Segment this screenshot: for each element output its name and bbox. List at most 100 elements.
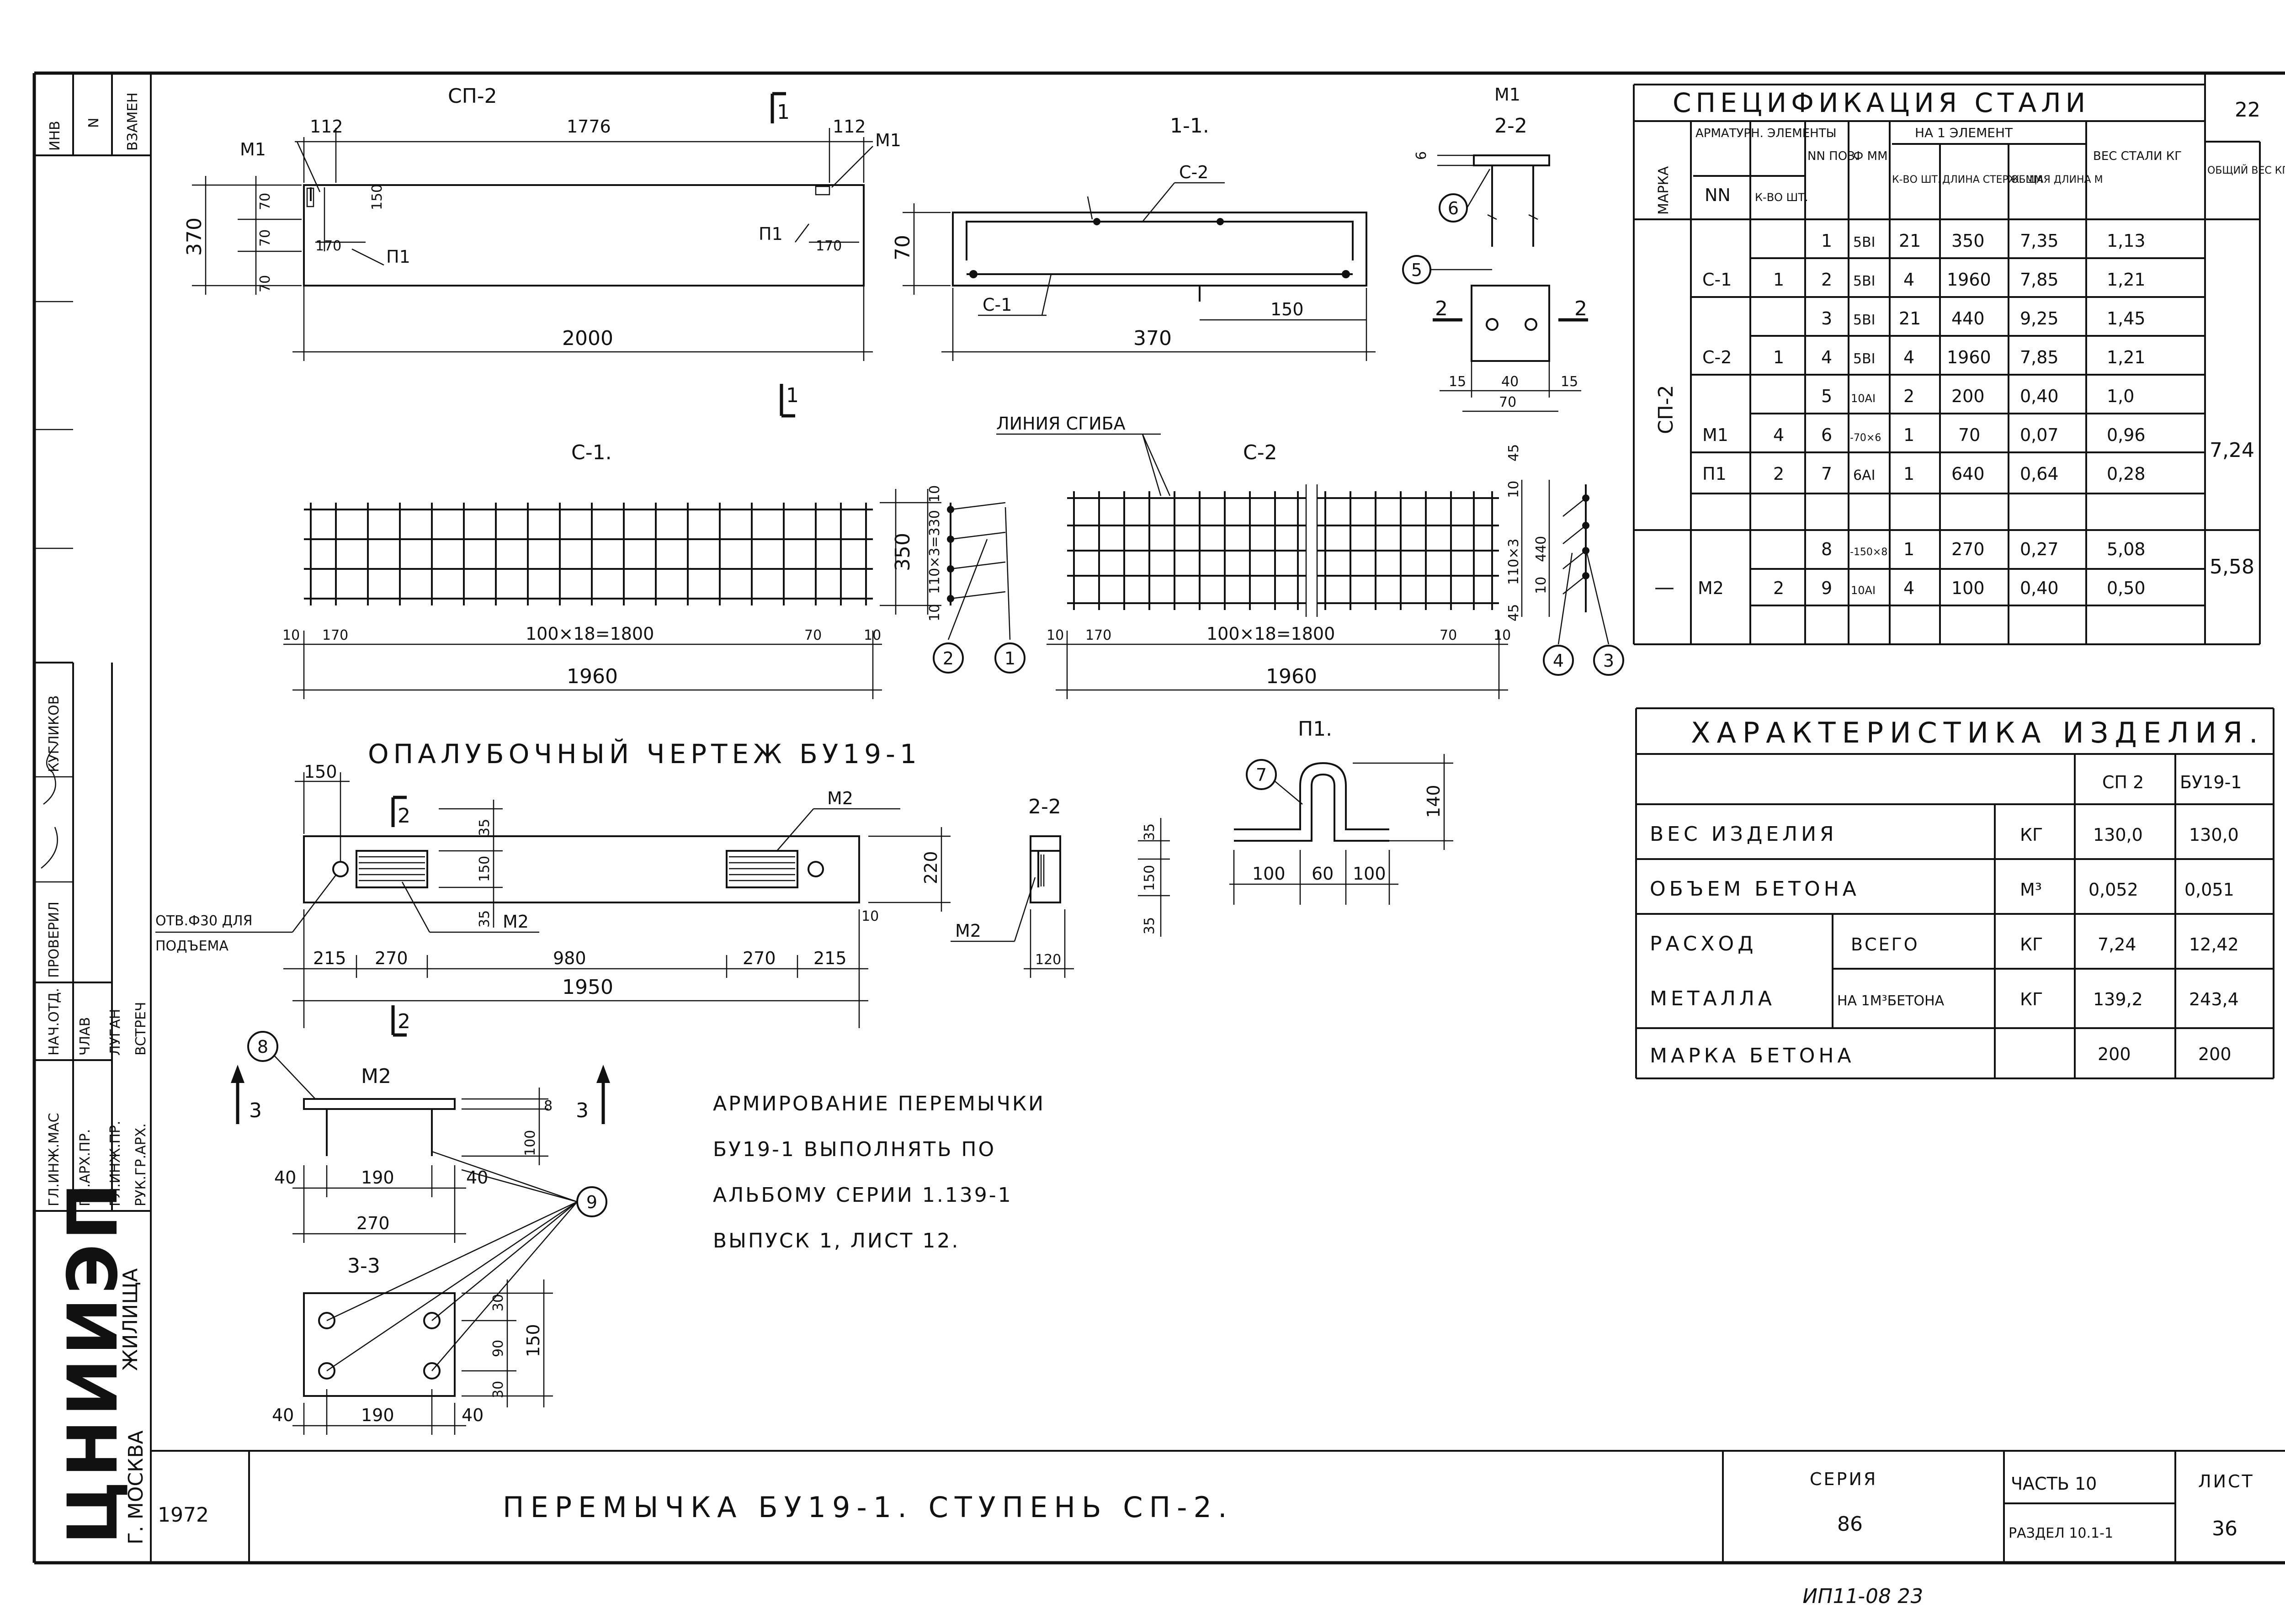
m2-callout-8-text: 8 [257, 1037, 268, 1057]
fw-label-m2-bottom: М2 [503, 912, 529, 932]
spec-row-4-el: М1 [1702, 425, 1728, 445]
c1-dim-70: 70 [804, 627, 822, 643]
spec-row-3-kv: 4 [1903, 347, 1914, 367]
note-line-0: АРМИРОВАНИЕ ПЕРЕМЫЧКИ [713, 1092, 1045, 1115]
char-row-3-v2: 243,4 [2189, 989, 2239, 1009]
c1-dim-1960: 1960 [567, 665, 618, 688]
spec-total-2: 5,58 [2210, 555, 2254, 578]
spec-h-ves: ВЕС СТАЛИ КГ [2093, 149, 2182, 163]
sp2-elevation: СП-2 112 1776 112 2000 370 70 70 70 150 … [183, 85, 901, 418]
p1-dim-100a: 100 [1252, 864, 1286, 884]
sp2-dim-4: 370 [183, 218, 206, 256]
spec-h-kvo2: К-ВО ШТ. [1892, 174, 1941, 186]
spec-row-6-pos: 7 [1821, 464, 1832, 484]
spec-row-1-phi: 5ВI [1853, 273, 1876, 289]
tb-razdel: РАЗДЕЛ 10.1-1 [2009, 1525, 2113, 1541]
spec-row-0-phi: 5ВI [1853, 234, 1876, 250]
spec-row-6-kv: 1 [1903, 464, 1914, 484]
spec-h-arm: АРМАТУРН. ЭЛЕМЕНТЫ [1695, 127, 1837, 140]
c2-title: С-2 [1243, 441, 1277, 464]
char-row-2-unit: КГ [2020, 934, 2043, 955]
m2-dim-100: 100 [522, 1130, 538, 1156]
c2-dim-45a: 45 [1506, 444, 1522, 462]
m1-dim-15r: 15 [1561, 374, 1578, 390]
spec-row-6-phi: 6АI [1853, 467, 1875, 483]
spec-h-nnpos: NN ПОЗ. [1807, 149, 1859, 163]
sp2-dim-7: 70 [257, 275, 273, 292]
sec33-dim-30a: 30 [490, 1294, 506, 1311]
tb-drawing-name: ПЕРЕМЫЧКА БУ19-1. СТУПЕНЬ СП-2. [503, 1491, 1233, 1524]
p1-detail: П1. 7 140 100 60 100 [1229, 717, 1453, 905]
m2-dim-190: 190 [361, 1168, 394, 1188]
strip-role-2: ГЛ.ИНЖ.ПР. [107, 1121, 123, 1206]
sp2-dim-0: 112 [310, 117, 343, 137]
c1-dim-170: 170 [322, 627, 348, 643]
characteristics-table: ХАРАКТЕРИСТИКА ИЗДЕЛИЯ. СП 2 БУ19-1 ВЕС … [1635, 707, 2274, 1079]
spec-row-2-len: 440 [1951, 308, 1985, 329]
m1-dim-6: 6 [1414, 151, 1429, 160]
sp2-dim-9: 170 [315, 238, 341, 254]
m2-cut-right: 3 [576, 1099, 589, 1122]
sec11-title: 1-1. [1170, 114, 1209, 138]
spec-row-3-len: 1960 [1947, 347, 1991, 367]
sp2-label-p1-left: П1 [386, 247, 410, 267]
sp2-dim-10: 170 [816, 238, 842, 254]
m2-dim-8: 8 [544, 1098, 553, 1114]
c1-dim-110x3: 110×3=330 [927, 510, 943, 594]
spec-row-0-el: С-1 [1702, 270, 1732, 290]
sec22-label-m2: М2 [955, 921, 981, 941]
m1-dim-70: 70 [1499, 394, 1516, 410]
c2-callout-3 [1593, 645, 1624, 676]
sp2-cut-top: 1 [777, 101, 790, 124]
spec-row-3-tot: 7,85 [2020, 347, 2059, 367]
c2-bend-label: ЛИНИЯ СГИБА [996, 414, 1126, 434]
c2-dim-45b: 45 [1506, 604, 1522, 621]
c1-callout-1-text: 1 [1004, 648, 1015, 669]
char-col-2: БУ19-1 [2180, 772, 2242, 792]
spec-row-7-tot: 0,27 [2020, 539, 2059, 559]
p1-callout-7 [1246, 759, 1277, 790]
sec11-label-c1: С-1 [983, 295, 1012, 315]
sec11-label-c2: С-2 [1179, 162, 1208, 182]
fw-dim-980: 980 [553, 948, 586, 968]
p1-dim-140: 140 [1424, 785, 1444, 818]
spec-row-5-phi: -70×6 [1850, 432, 1881, 444]
c1-dim-10l: 10 [282, 627, 300, 643]
steel-spec-table: СПЕЦИФИКАЦИЯ СТАЛИ МАРКА АРМАТУРН. ЭЛЕМЕ… [1633, 84, 2285, 645]
m1-detail: М1 2-2 6 6 5 2 2 15 40 15 70 [1402, 85, 1588, 412]
spec-row-7-pos: 8 [1821, 539, 1832, 559]
spec-row-1-tot: 7,85 [2020, 270, 2059, 290]
sec22-dim-35a: 35 [1142, 823, 1158, 841]
fw-hole-note: ОТВ.Ф30 ДЛЯ [155, 913, 252, 929]
spec-row-3-w: 1,21 [2107, 347, 2146, 367]
sp2-dim-8: 150 [369, 184, 385, 210]
fw-dim-270b: 270 [743, 948, 776, 968]
c1-dim-10b: 10 [927, 604, 943, 621]
m1-dim-15l: 15 [1449, 374, 1466, 390]
spec-row-8-phi: 10АI [1851, 584, 1876, 597]
org-logo: ЦНИИЭП [53, 1179, 133, 1544]
spec-row-2-kv: 21 [1899, 308, 1921, 329]
tb-list-label: ЛИСТ [2198, 1471, 2254, 1491]
spec-row-5-len: 70 [1958, 425, 1980, 445]
spec-row-6-k: 2 [1773, 464, 1784, 484]
c2-callout-4-text: 4 [1553, 651, 1564, 671]
spec-h-kvo: К-ВО ШТ. [1755, 191, 1808, 204]
spec-row-0-w: 1,13 [2107, 231, 2146, 251]
sp2-label-m1-left: М1 [240, 139, 266, 159]
spec-h-na: НА 1 ЭЛЕМЕНТ [1915, 125, 2013, 140]
spec-row-6-el: П1 [1702, 464, 1727, 484]
sp2-title: СП-2 [448, 85, 497, 108]
c2-dim-440: 440 [1533, 536, 1549, 562]
tb-list: 36 [2212, 1517, 2237, 1540]
p1-dim-60: 60 [1312, 864, 1334, 884]
tb-seria: 86 [1837, 1513, 1863, 1536]
fw-cut-bottom: 2 [398, 1010, 410, 1033]
spec-row-7-len: 270 [1951, 539, 1985, 559]
section-3-3: 3-3 30 90 30 150 40 190 40 [272, 1254, 553, 1435]
spec-row-7-kv: 1 [1903, 539, 1914, 559]
spec-row-5-pos: 6 [1821, 425, 1832, 445]
c1-callout-1 [994, 642, 1026, 674]
p1-dim-100b: 100 [1353, 864, 1386, 884]
spec-row-0-kv: 21 [1899, 231, 1921, 251]
